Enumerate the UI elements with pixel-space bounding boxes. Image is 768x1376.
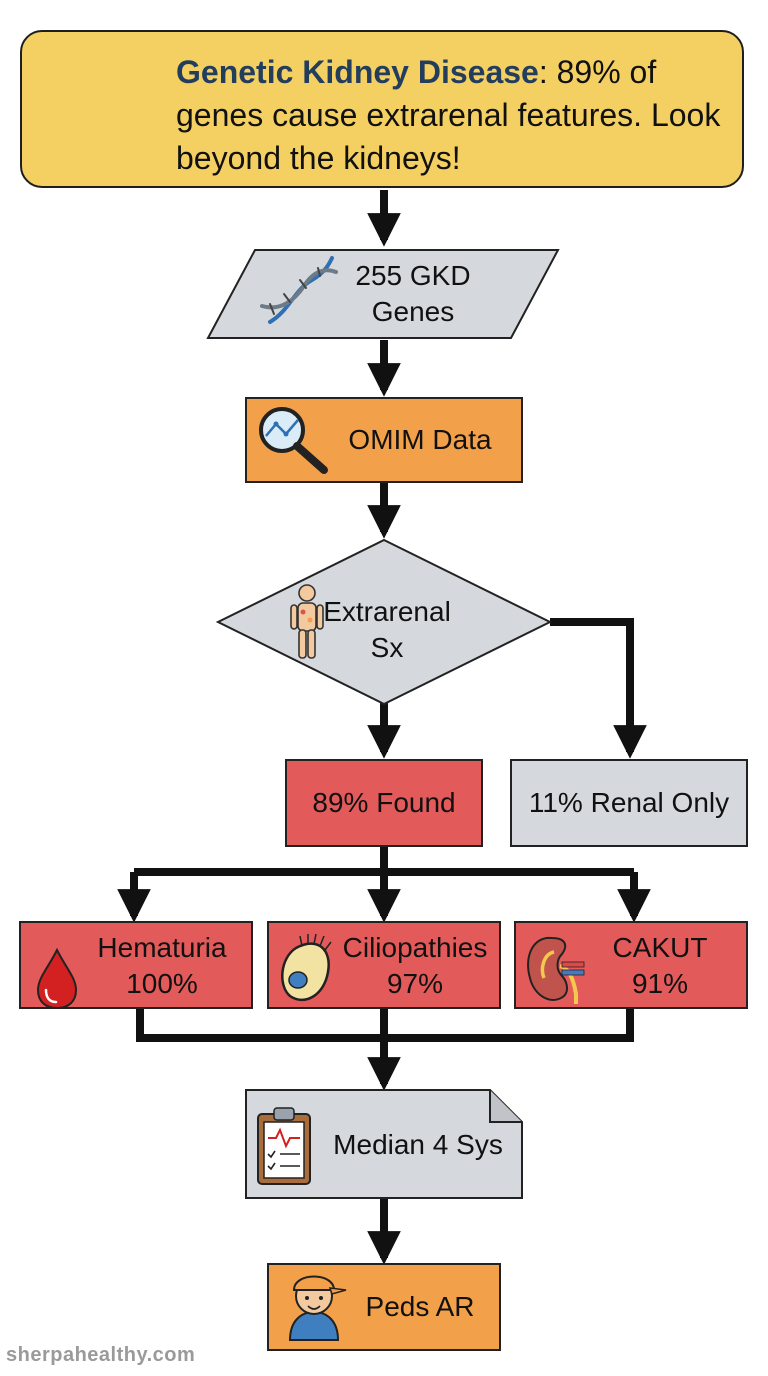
human-body-icon	[290, 584, 324, 659]
cakut-label: CAKUT 91%	[584, 930, 736, 1002]
header-text: Genetic Kidney Disease: 89% of genes cau…	[176, 51, 736, 180]
hematuria-label-line1: Hematuria	[97, 932, 227, 963]
genes-label-line2: Genes	[371, 296, 455, 327]
found-box	[285, 759, 483, 847]
connectors	[117, 190, 651, 1265]
clipboard-icon	[257, 1107, 311, 1185]
genes-label-line1: 255 GKD	[355, 260, 471, 291]
magnifier-icon	[259, 407, 328, 474]
blood-drop-icon	[36, 947, 78, 1010]
hematuria-label: Hematuria 100%	[80, 930, 244, 1002]
decision-label: Extrarenal Sx	[322, 594, 452, 666]
median-document	[245, 1089, 523, 1199]
hematuria-label-line2: 100%	[126, 968, 198, 999]
ciliopathies-label-line1: Ciliopathies	[342, 932, 488, 963]
median-document-fold	[489, 1090, 522, 1123]
arrow-decision-to-renal-only	[550, 618, 647, 759]
decision-label-line2: Sx	[370, 632, 404, 663]
dna-icon	[260, 256, 338, 324]
peds-label: Peds AR	[365, 1291, 475, 1322]
genes-parallelogram	[206, 249, 560, 339]
child-icon	[288, 1275, 347, 1341]
footer-watermark: sherpahealthy.com	[6, 1344, 196, 1366]
decision-label-line1: Extrarenal	[323, 596, 451, 627]
header-title-rest: : 89% of genes cause extrarenal features…	[176, 54, 721, 176]
cakut-label-line2: 91%	[631, 968, 689, 999]
found-label: 89% Found	[312, 787, 456, 818]
header-title-bold: Genetic Kidney Disease	[176, 54, 539, 90]
median-label: Median 4 Sys	[333, 1129, 503, 1160]
header-banner: Genetic Kidney Disease: 89% of genes cau…	[20, 30, 744, 188]
cilia-cell-icon	[281, 933, 332, 1002]
genes-label: 255 GKD Genes	[338, 258, 488, 330]
cakut-label-line1: CAKUT	[612, 932, 708, 963]
ciliopathies-label: Ciliopathies 97%	[332, 930, 498, 1002]
renal-only-label: 11% Renal Only	[528, 787, 730, 818]
cakut-kidney-icon	[527, 936, 585, 1004]
omim-label: OMIM Data	[348, 424, 492, 455]
decision-diamond	[215, 538, 553, 706]
renal-only-box	[510, 759, 748, 847]
ciliopathies-label-line2: 97%	[386, 968, 444, 999]
